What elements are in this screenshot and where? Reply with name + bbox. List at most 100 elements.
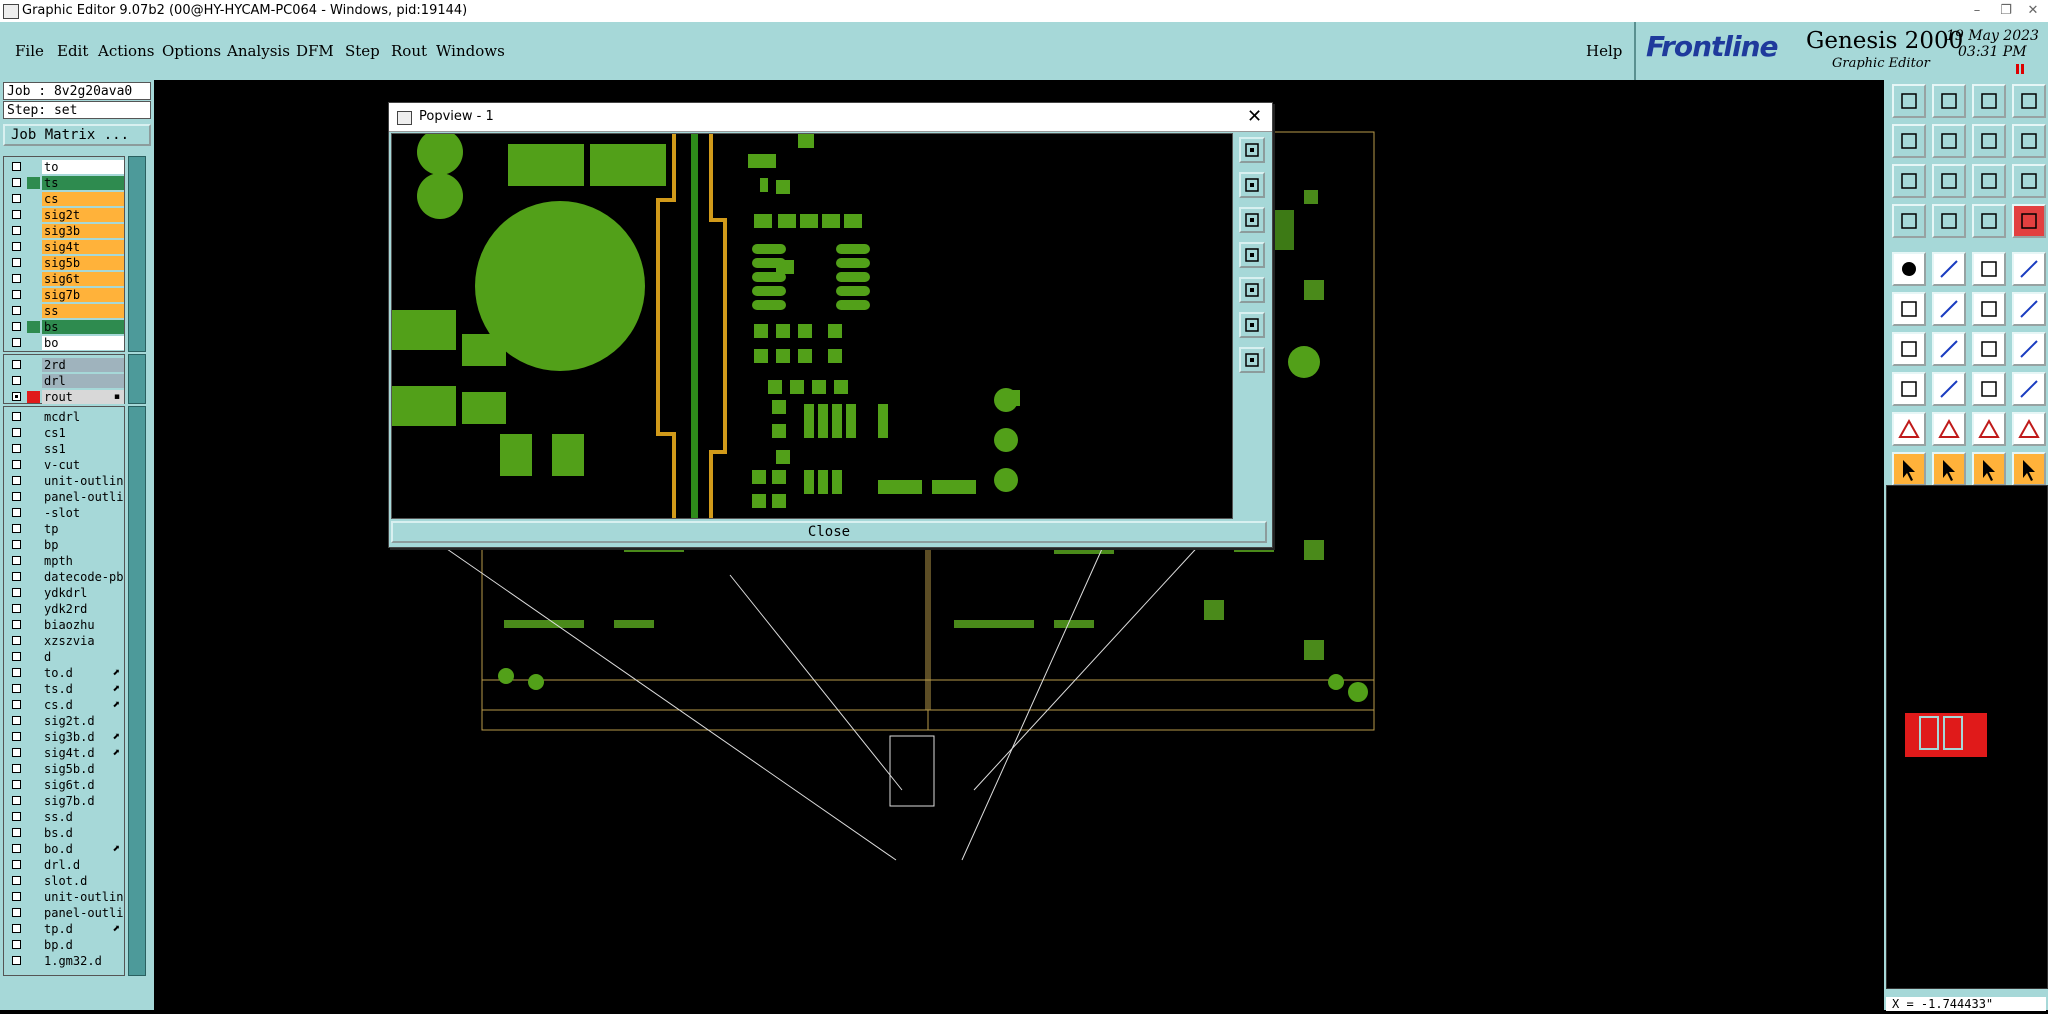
- board-layer-scrollbar[interactable]: [128, 156, 146, 352]
- layer-name[interactable]: 2rd: [42, 358, 124, 372]
- layer-checkbox[interactable]: [12, 322, 21, 331]
- export-icon[interactable]: [1932, 124, 1966, 158]
- layer-name[interactable]: tp: [42, 522, 124, 536]
- layer-checkbox[interactable]: [12, 556, 21, 565]
- layer-name[interactable]: sig6t.d: [42, 778, 124, 792]
- measure-icon[interactable]: [1892, 204, 1926, 238]
- layer-row-ts[interactable]: ts: [4, 175, 124, 191]
- layer-color-swatch[interactable]: [27, 875, 40, 887]
- layer-name[interactable]: sig4t: [42, 240, 124, 254]
- trapezoid-icon[interactable]: [1972, 412, 2006, 446]
- layer-toggle-red-icon[interactable]: [2012, 204, 2046, 238]
- layer-checkbox[interactable]: [12, 716, 21, 725]
- layer-row-sig3b.d[interactable]: sig3b.d⬈: [4, 729, 124, 745]
- layer-row-2rd[interactable]: 2rd: [4, 357, 124, 373]
- select-box-icon[interactable]: [1892, 372, 1926, 406]
- layer-row-sig7b[interactable]: sig7b: [4, 287, 124, 303]
- layer-row-sig6t.d[interactable]: sig6t.d: [4, 777, 124, 793]
- pointer-measure-icon[interactable]: [2012, 452, 2046, 486]
- layer-color-swatch[interactable]: [27, 715, 40, 727]
- layer-name[interactable]: slot.d: [42, 874, 124, 888]
- layer-color-swatch[interactable]: [27, 337, 40, 349]
- layer-name[interactable]: ss.d: [42, 810, 124, 824]
- layer-checkbox[interactable]: [12, 460, 21, 469]
- layer-row-sig4t.d[interactable]: sig4t.d⬈: [4, 745, 124, 761]
- zoom-out-icon[interactable]: [1239, 242, 1265, 268]
- layer-color-swatch[interactable]: [27, 375, 40, 387]
- job-matrix-button[interactable]: Job Matrix ...: [3, 124, 151, 146]
- layer-color-swatch[interactable]: [27, 779, 40, 791]
- menu-edit[interactable]: Edit: [57, 42, 89, 60]
- line-icon[interactable]: [1932, 252, 1966, 286]
- layer-checkbox[interactable]: [12, 684, 21, 693]
- zoom-fit-icon[interactable]: [1892, 164, 1926, 198]
- layer-name[interactable]: ydk2rd: [42, 602, 124, 616]
- layer-checkbox[interactable]: [12, 588, 21, 597]
- layer-name[interactable]: bs.d: [42, 826, 124, 840]
- layer-color-swatch[interactable]: [27, 811, 40, 823]
- layer-checkbox[interactable]: [12, 764, 21, 773]
- pointer-icon[interactable]: [1892, 452, 1926, 486]
- layer-checkbox[interactable]: [12, 476, 21, 485]
- layer-color-swatch[interactable]: [27, 859, 40, 871]
- dash-icon[interactable]: [1972, 252, 2006, 286]
- layer-color-swatch[interactable]: [27, 635, 40, 647]
- save-icon[interactable]: [1932, 84, 1966, 118]
- hline-icon[interactable]: [1932, 372, 1966, 406]
- layer-name[interactable]: sig5b: [42, 256, 124, 270]
- layer-color-swatch[interactable]: [27, 305, 40, 317]
- layer-color-swatch[interactable]: [27, 491, 40, 503]
- layer-checkbox[interactable]: [12, 540, 21, 549]
- layer-name[interactable]: unit-outline: [42, 474, 124, 488]
- layer-row-to[interactable]: to: [4, 159, 124, 175]
- layer-row-cs.d[interactable]: cs.d⬈: [4, 697, 124, 713]
- layer-name[interactable]: sig3b: [42, 224, 124, 238]
- layer-color-swatch[interactable]: [27, 411, 40, 423]
- layer-color-swatch[interactable]: [27, 731, 40, 743]
- layer-name[interactable]: bo: [42, 336, 124, 350]
- pan-icon[interactable]: [1932, 164, 1966, 198]
- layer-name[interactable]: bp.d: [42, 938, 124, 952]
- layer-row-biaozhu[interactable]: biaozhu: [4, 617, 124, 633]
- layer-checkbox[interactable]: [12, 940, 21, 949]
- grid-icon[interactable]: [2012, 84, 2046, 118]
- layer-row-rout[interactable]: rout▪: [4, 389, 124, 405]
- layer-name[interactable]: cs1: [42, 426, 124, 440]
- layer-name[interactable]: ydkdrl: [42, 586, 124, 600]
- layer-row-cs1[interactable]: cs1: [4, 425, 124, 441]
- layer-row-1.gm32.d[interactable]: 1.gm32.d: [4, 953, 124, 969]
- layer-row-bs[interactable]: bs: [4, 319, 124, 335]
- layer-row-xzszvia[interactable]: xzszvia: [4, 633, 124, 649]
- mini-map[interactable]: [1886, 485, 2048, 989]
- layer-name[interactable]: mcdrl: [42, 410, 124, 424]
- layer-checkbox[interactable]: [12, 178, 21, 187]
- layer-color-swatch[interactable]: [27, 907, 40, 919]
- layer-checkbox[interactable]: [12, 956, 21, 965]
- layer-row-drl[interactable]: drl: [4, 373, 124, 389]
- layer-row--slot[interactable]: -slot: [4, 505, 124, 521]
- layer-row-ss[interactable]: ss: [4, 303, 124, 319]
- pad-icon[interactable]: [1892, 252, 1926, 286]
- layer-checkbox[interactable]: [12, 508, 21, 517]
- menu-options[interactable]: Options: [162, 42, 222, 60]
- layer-row-drl.d[interactable]: drl.d: [4, 857, 124, 873]
- layer-name[interactable]: sig2t.d: [42, 714, 124, 728]
- layer-checkbox[interactable]: [12, 604, 21, 613]
- misc-layer-scrollbar[interactable]: [128, 406, 146, 976]
- pan-icon[interactable]: [1239, 312, 1265, 338]
- layer-row-to.d[interactable]: to.d⬈: [4, 665, 124, 681]
- layer-checkbox[interactable]: [12, 524, 21, 533]
- layer-checkbox[interactable]: [12, 780, 21, 789]
- menu-actions[interactable]: Actions: [98, 42, 155, 60]
- layer-name[interactable]: bs: [42, 320, 124, 334]
- arc-icon[interactable]: [2012, 292, 2046, 326]
- menu-step[interactable]: Step: [345, 42, 380, 60]
- layer-name[interactable]: sig2t: [42, 208, 124, 222]
- layer-checkbox[interactable]: [12, 732, 21, 741]
- layer-name[interactable]: drl: [42, 374, 124, 388]
- layer-row-ydkdrl[interactable]: ydkdrl: [4, 585, 124, 601]
- layer-row-sig3b[interactable]: sig3b: [4, 223, 124, 239]
- layer-checkbox[interactable]: [12, 226, 21, 235]
- scale-icon[interactable]: [1972, 164, 2006, 198]
- layer-name[interactable]: ss1: [42, 442, 124, 456]
